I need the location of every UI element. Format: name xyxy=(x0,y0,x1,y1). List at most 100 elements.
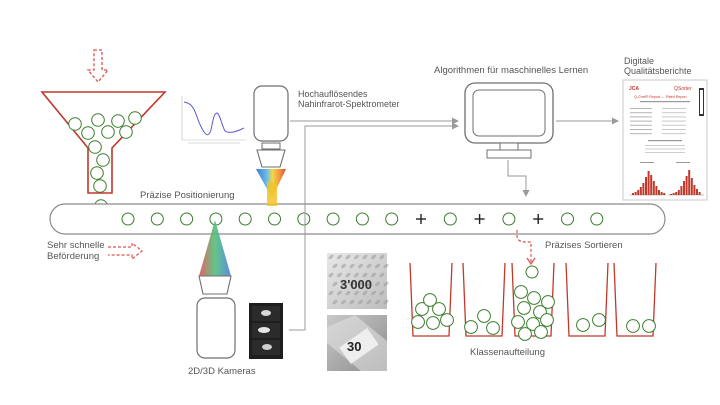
belt-grain xyxy=(150,212,164,226)
sample-grain xyxy=(383,263,389,269)
sample-grain xyxy=(362,254,368,260)
bin-grain xyxy=(626,319,640,333)
report-mark xyxy=(676,162,690,163)
report-mark xyxy=(630,124,652,126)
hopper-grain xyxy=(91,113,105,127)
sample-grain xyxy=(345,254,351,260)
belt-grain xyxy=(180,212,194,226)
bin-grain xyxy=(540,313,554,327)
sorting-bin xyxy=(462,262,506,337)
report-mark xyxy=(637,190,640,195)
report-mark xyxy=(632,193,634,195)
sample-grain xyxy=(383,299,389,305)
belt-grain xyxy=(561,212,574,226)
spectrometer-beam xyxy=(256,169,286,206)
sample-grain xyxy=(340,281,347,287)
sample-grain xyxy=(353,272,360,278)
bin-grain xyxy=(477,309,491,323)
sample-grain xyxy=(366,263,372,269)
bin-grain xyxy=(592,313,606,327)
report-mark xyxy=(645,145,685,146)
bin-grain xyxy=(642,319,656,333)
sample-grain xyxy=(370,254,377,260)
label-spectrometer-line1: Hochauflösendes xyxy=(298,89,368,99)
camera-image-strip xyxy=(249,303,283,359)
report-mark xyxy=(658,190,660,195)
hopper-grain xyxy=(68,117,82,131)
hopper-grain xyxy=(88,140,102,154)
sample-grain xyxy=(362,272,368,278)
conveyor-items xyxy=(121,212,604,226)
count-large: 3'000 xyxy=(340,277,372,292)
conveying-direction-arrow-icon xyxy=(108,241,143,261)
camera-device xyxy=(196,275,236,359)
sample-grain xyxy=(345,290,351,296)
sample-grain xyxy=(374,263,381,269)
report-mark xyxy=(675,192,678,195)
bin-grain xyxy=(514,285,528,299)
belt-grain xyxy=(121,212,135,226)
report-mark xyxy=(634,192,637,195)
count-small: 30 xyxy=(347,339,361,354)
sorting-bin xyxy=(565,262,609,337)
report-mark xyxy=(662,108,686,109)
report-logo-left: JCA xyxy=(629,86,639,92)
belt-grain xyxy=(297,212,311,226)
report-mark xyxy=(650,175,653,195)
report-mark xyxy=(662,133,686,135)
hopper-grain xyxy=(90,166,104,180)
report-mark xyxy=(662,112,686,114)
bin-grain xyxy=(486,321,500,335)
label-spectrometer-line2: Nahinfrarot-Spektrometer xyxy=(298,99,400,109)
report-mark xyxy=(688,170,691,195)
report-mark xyxy=(662,129,686,130)
report-mark xyxy=(662,124,686,126)
hopper-grain xyxy=(128,111,142,125)
hopper-grains xyxy=(68,111,142,213)
hopper-grain xyxy=(93,179,107,193)
sample-grain xyxy=(379,272,385,278)
sample-grain xyxy=(328,272,334,278)
spectrometer-device xyxy=(253,85,289,168)
label-fast-conveying-line2: Beförderung xyxy=(47,251,99,262)
bin-grain xyxy=(440,313,454,327)
data-flow-lines xyxy=(289,117,619,331)
report-mark xyxy=(672,193,675,195)
sorting-drop-arrow-icon xyxy=(516,230,536,266)
sample-grain xyxy=(383,281,389,287)
sample-grain xyxy=(362,290,368,296)
report-logo-right: QSorter xyxy=(674,86,692,92)
report-mark xyxy=(640,162,654,163)
report-mark xyxy=(630,129,652,130)
sample-grain xyxy=(374,281,381,287)
computer-monitor xyxy=(464,82,554,159)
report-mark xyxy=(698,192,701,195)
label-class-division: Klassenaufteilung xyxy=(470,347,545,358)
report-mark xyxy=(660,192,663,195)
sample-grain xyxy=(328,290,334,296)
bin-grain xyxy=(517,301,531,315)
report-mark xyxy=(639,187,642,195)
label-precise-sorting: Präzises Sortieren xyxy=(545,240,623,251)
label-reports-line1: Digitale xyxy=(624,56,654,66)
image-sample-many: 3'000 xyxy=(327,253,389,309)
camera-beam xyxy=(199,220,231,276)
hopper-grain xyxy=(81,126,95,140)
label-fast-conveying-line1: Sehr schnelle xyxy=(47,240,105,251)
belt-grain xyxy=(355,212,369,226)
label-reports-line2: Qualitätsberichte xyxy=(624,66,692,76)
bin-grain xyxy=(426,316,440,330)
sorting-bin xyxy=(409,262,453,337)
report-mark xyxy=(645,152,685,153)
sample-grain xyxy=(353,254,360,260)
report-mark xyxy=(700,90,703,114)
report-mark xyxy=(662,116,686,118)
report-mark xyxy=(630,133,652,135)
sample-grain xyxy=(357,299,364,305)
bin-grain xyxy=(411,315,425,329)
report-mark xyxy=(647,171,650,195)
belt-grain xyxy=(502,212,516,226)
report-mark xyxy=(640,101,690,103)
belt-cross-icon xyxy=(533,214,544,224)
report-mark xyxy=(683,181,685,195)
